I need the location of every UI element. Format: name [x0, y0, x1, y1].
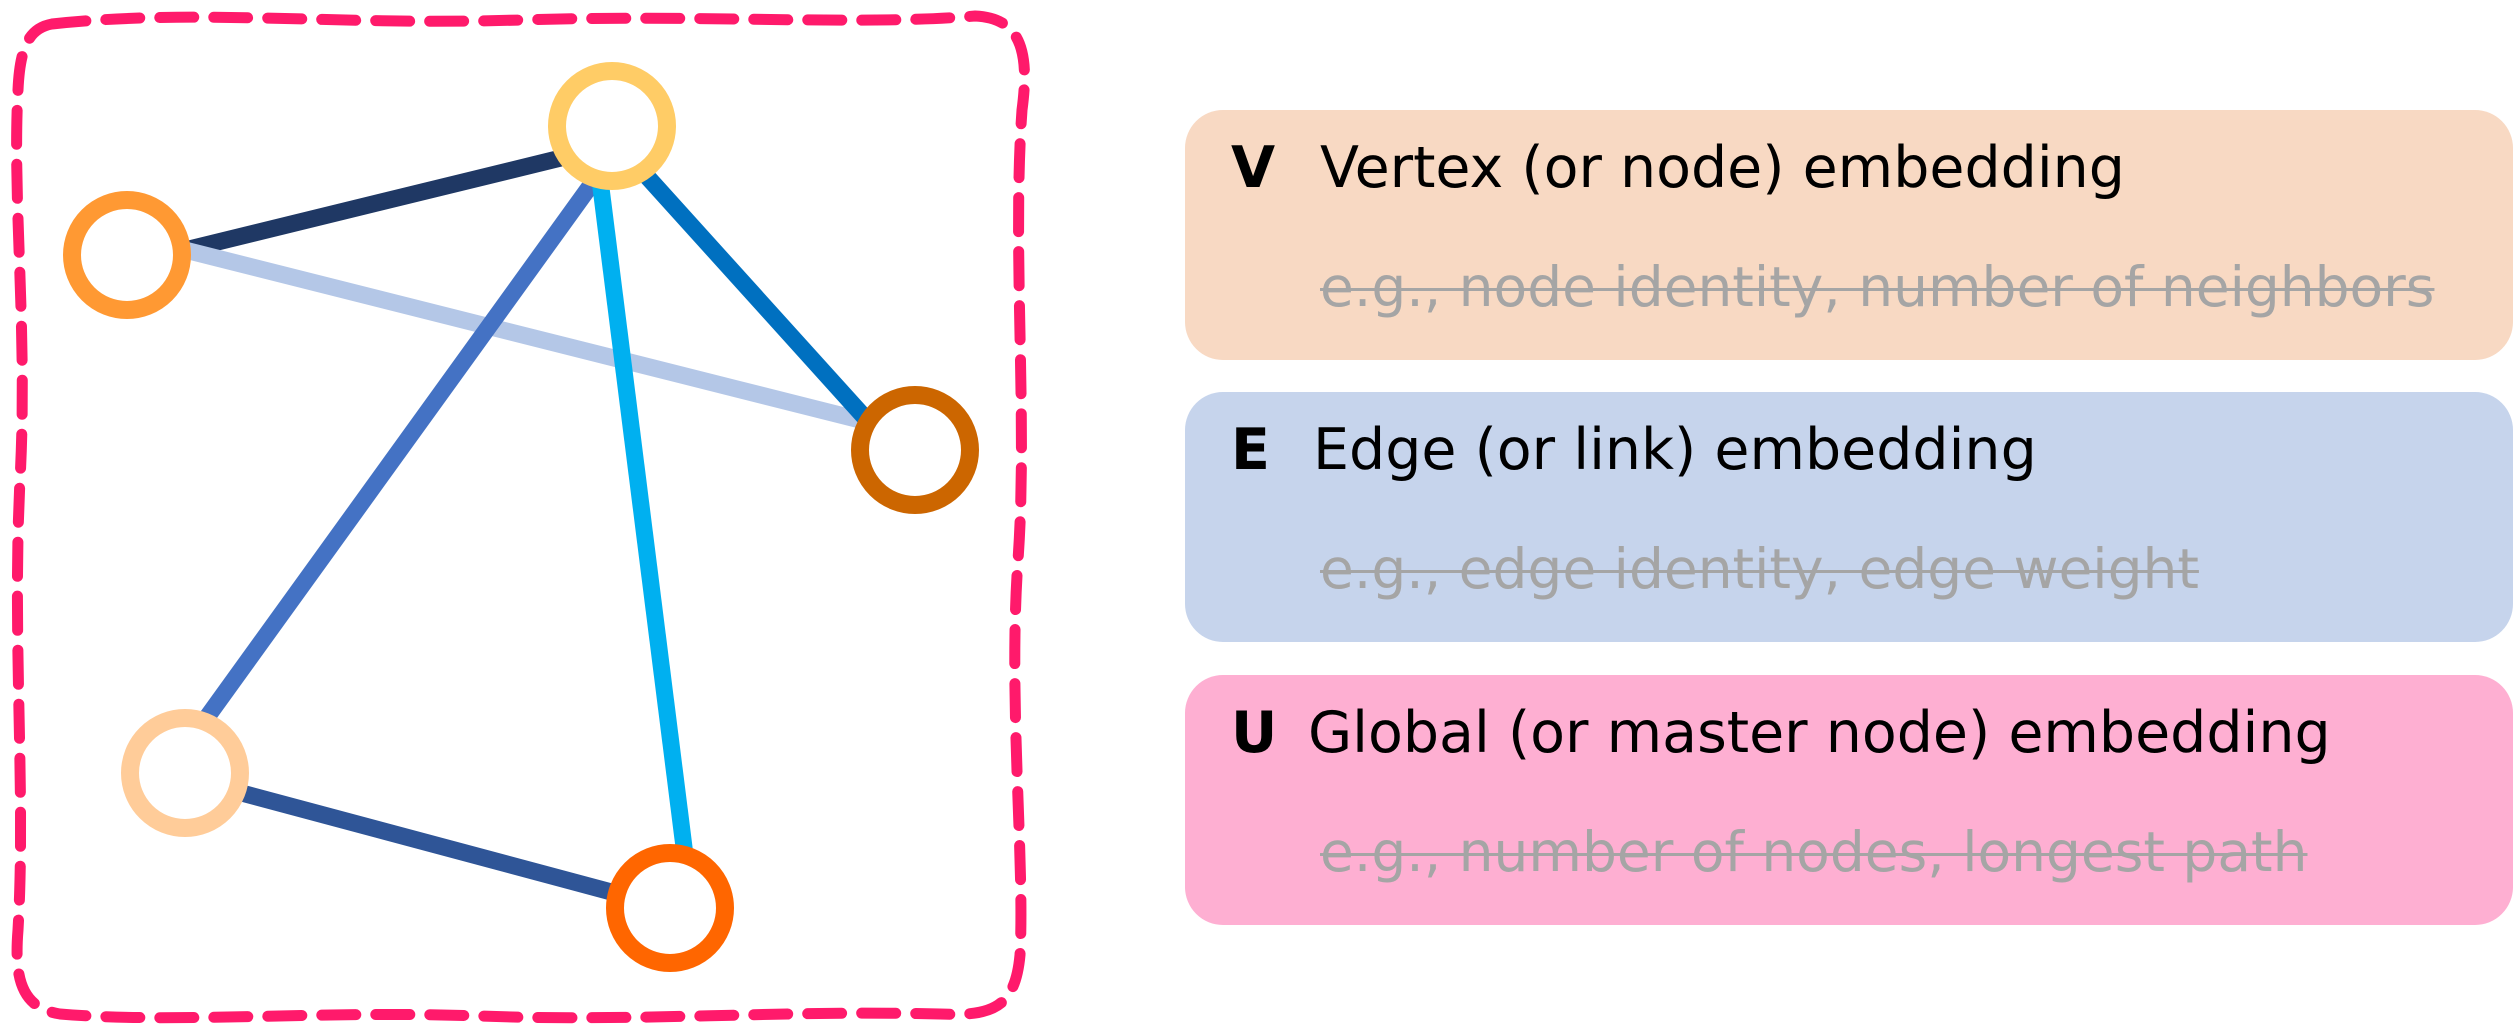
edge-left-top	[182, 148, 568, 259]
edge-letter: E	[1231, 417, 1270, 483]
edge-bottom-left-bottom	[235, 783, 618, 902]
global-letter: U	[1231, 700, 1278, 766]
graph-edges	[182, 148, 874, 902]
graph-nodes	[63, 62, 979, 972]
global-boundary	[11, 10, 1030, 1024]
edge-left-right	[182, 241, 871, 431]
edge-top-bottom-left	[198, 173, 603, 725]
vertex-example: e.g., node identity, number of neighbors	[1320, 255, 2435, 319]
node-right	[851, 386, 979, 514]
edge-example: e.g., edge identity, edge weight	[1320, 537, 2199, 601]
node-bottom	[606, 844, 734, 972]
node-top	[548, 62, 676, 190]
edge-top-bottom	[591, 178, 694, 857]
graph-diagram	[11, 10, 1030, 1024]
global-example: e.g., number of nodes, longest path	[1320, 820, 2308, 884]
node-left	[63, 191, 191, 319]
node-bottom-left	[121, 709, 249, 837]
global-embedding-card: U Global (or master node) embedding e.g.…	[1185, 675, 2513, 925]
vertex-title: Vertex (or node) embedding	[1320, 135, 2125, 201]
edge-title: Edge (or link) embedding	[1313, 417, 2037, 483]
vertex-embedding-card: V Vertex (or node) embedding e.g., node …	[1185, 110, 2513, 360]
edge-embedding-card: E Edge (or link) embedding e.g., edge id…	[1185, 392, 2513, 642]
vertex-letter: V	[1231, 135, 1276, 201]
global-title: Global (or master node) embedding	[1308, 700, 2331, 766]
edge-top-right	[636, 166, 874, 426]
